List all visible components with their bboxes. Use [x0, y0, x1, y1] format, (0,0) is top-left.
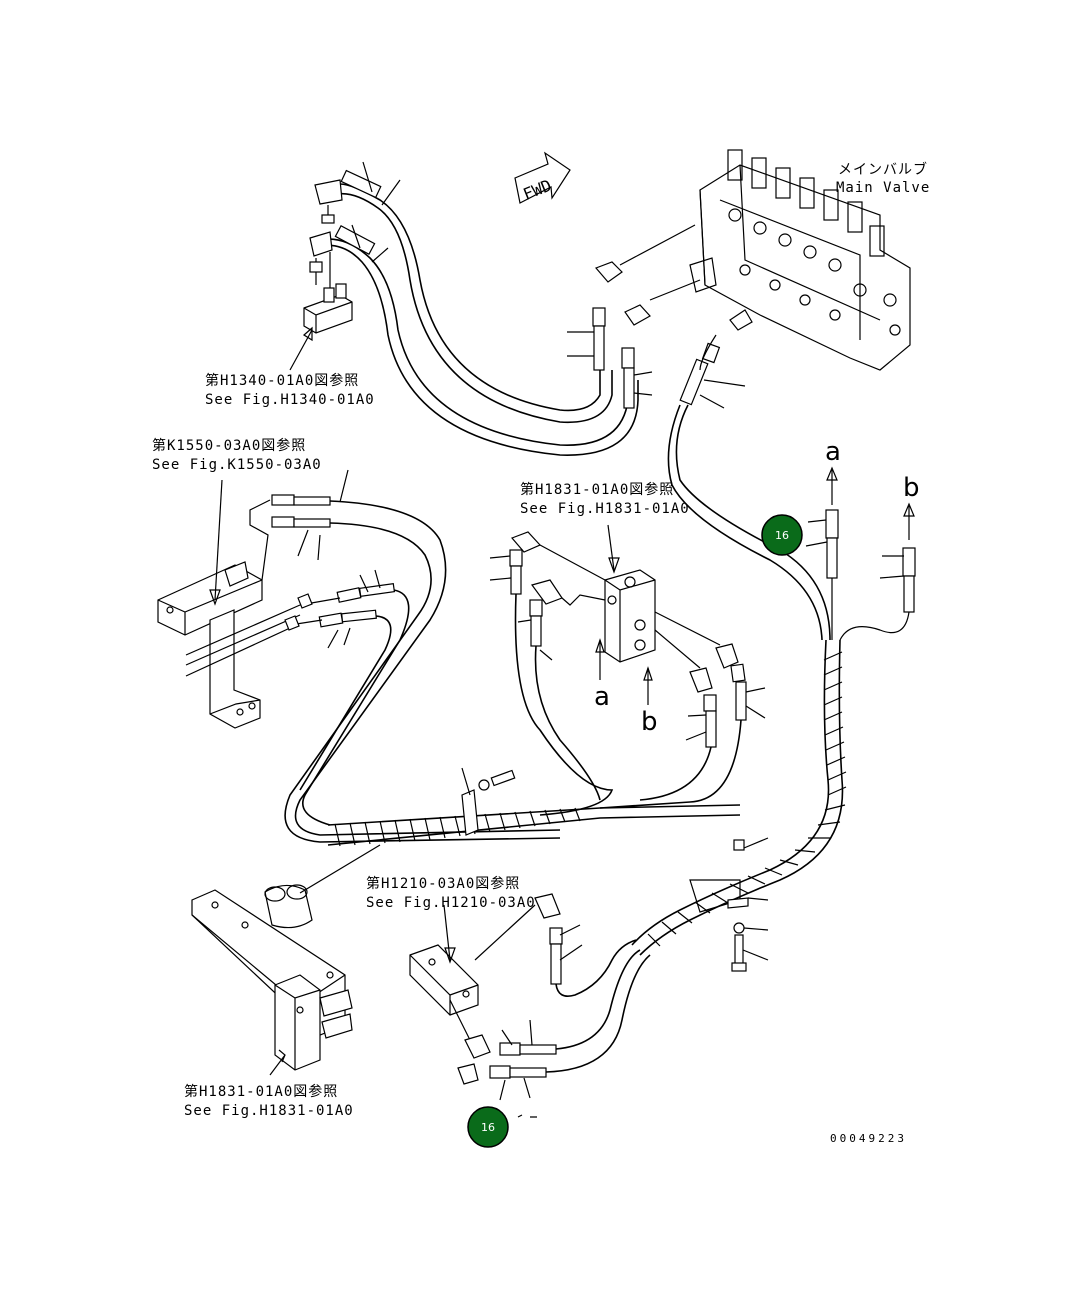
main-valve: メインバルブ Main Valve	[689, 149, 930, 371]
callout-16-lower[interactable]: 16	[467, 1106, 509, 1148]
ref-h1831-top-en: See Fig.H1831-01A0	[520, 501, 690, 517]
top-left-hose-assembly	[303, 161, 639, 456]
fwd-arrow-text: FWD	[520, 176, 554, 204]
ref-h1340-en: See Fig.H1340-01A0	[205, 392, 375, 408]
ref-h1210-jp: 第H1210-03A0図参照	[366, 875, 520, 892]
reference-h1831-bottom: 第H1831-01A0図参照 See Fig.H1831-01A0	[184, 1083, 354, 1119]
left-bracket-assembly	[157, 479, 301, 729]
callout-16-lower-number: 16	[481, 1121, 495, 1134]
center-valve-block: a b	[489, 524, 766, 816]
upper-right-ports: a b	[805, 437, 920, 641]
reference-h1340: 第H1340-01A0図参照 See Fig.H1340-01A0	[205, 326, 375, 408]
callout-16-upper-number: 16	[775, 529, 789, 542]
lower-left-bracket	[191, 844, 381, 1076]
drawing-number: 00049223	[830, 1132, 907, 1145]
lower-center-block	[409, 893, 651, 1101]
ref-k1550-jp: 第K1550-03A0図参照	[152, 437, 306, 454]
reference-h1831-top: 第H1831-01A0図参照 See Fig.H1831-01A0	[520, 481, 690, 517]
top-fittings	[567, 224, 831, 641]
left-hose-bundle	[271, 469, 561, 843]
port-b-upper: b	[903, 473, 920, 503]
main-valve-label-jp: メインバルブ	[838, 161, 928, 178]
fwd-arrow: FWD	[514, 151, 571, 204]
reference-h1210: 第H1210-03A0図参照 See Fig.H1210-03A0	[366, 875, 536, 911]
ref-h1831-bottom-en: See Fig.H1831-01A0	[184, 1103, 354, 1119]
ref-h1831-bottom-jp: 第H1831-01A0図参照	[184, 1083, 338, 1100]
port-a-upper: a	[825, 437, 841, 467]
ref-h1340-jp: 第H1340-01A0図参照	[205, 372, 359, 389]
ref-h1210-en: See Fig.H1210-03A0	[366, 895, 536, 911]
spiral-hose-middle	[327, 767, 741, 847]
ref-k1550-en: See Fig.K1550-03A0	[152, 457, 322, 473]
callout-16-upper[interactable]: 16	[761, 514, 803, 556]
spiral-hose-right	[631, 639, 847, 972]
port-a-lower: a	[594, 682, 610, 712]
ref-h1831-top-jp: 第H1831-01A0図参照	[520, 481, 674, 498]
port-b-lower: b	[641, 707, 658, 737]
main-valve-label-en: Main Valve	[836, 180, 930, 196]
reference-k1550: 第K1550-03A0図参照 See Fig.K1550-03A0	[152, 437, 322, 473]
